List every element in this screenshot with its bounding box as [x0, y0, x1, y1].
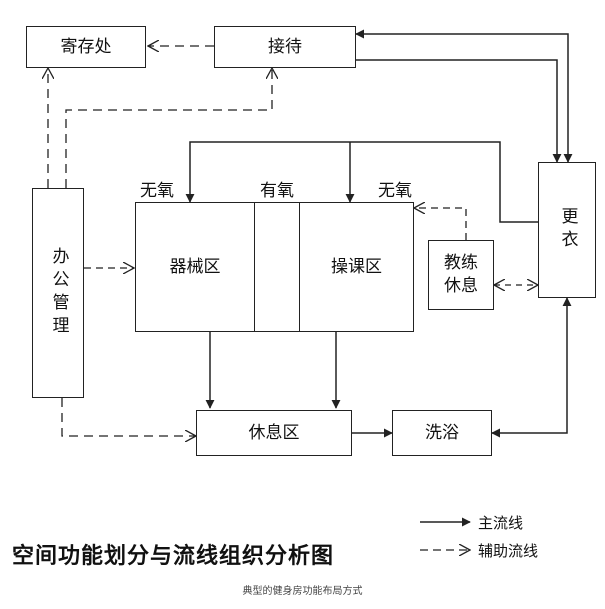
- office-label: 办公管理: [48, 247, 69, 339]
- coach-rest-box: 教练 休息: [428, 240, 494, 310]
- coach-rest-label-line2: 休息: [444, 276, 478, 296]
- flow-coach-to-class: [414, 208, 467, 240]
- reception-box: 接待: [214, 26, 356, 68]
- shower-label: 洗浴: [425, 422, 459, 443]
- flow-office-to-rest: [61, 398, 196, 436]
- flow-locker-reception-1: [355, 29, 573, 163]
- equipment-zone-label: 器械区: [169, 256, 221, 277]
- legend-aux-label: 辅助流线: [478, 542, 539, 560]
- flow-shower-locker: [491, 297, 572, 438]
- coach-rest-label-line1: 教练: [444, 253, 478, 274]
- legend-main-label: 主流线: [478, 514, 524, 532]
- equipment-zone-box: 器械区: [135, 202, 255, 332]
- reception-label: 接待: [268, 36, 302, 57]
- anaerobic-left-label: 无氧: [140, 181, 174, 201]
- class-zone-label: 操课区: [331, 256, 382, 277]
- aerobic-zone-box: [254, 202, 300, 332]
- class-zone-box: 操课区: [299, 202, 414, 332]
- figure-caption: 典型的健身房功能布局方式: [242, 586, 363, 597]
- storage-label: 寄存处: [60, 36, 112, 57]
- locker-box: 更衣: [538, 162, 596, 298]
- flow-office-to-reception: [65, 68, 272, 188]
- anaerobic-right-label: 无氧: [378, 181, 412, 201]
- shower-box: 洗浴: [392, 410, 492, 456]
- office-box: 办公管理: [32, 188, 84, 398]
- flow-locker-to-zones: [185, 141, 540, 223]
- rest-zone-label: 休息区: [248, 422, 300, 443]
- flow-locker-reception-2: [356, 59, 562, 163]
- aerobic-label: 有氧: [260, 181, 294, 201]
- locker-label: 更衣: [557, 207, 578, 253]
- diagram-title: 空间功能划分与流线组织分析图: [12, 544, 335, 569]
- storage-box: 寄存处: [26, 26, 146, 68]
- rest-zone-box: 休息区: [196, 410, 352, 456]
